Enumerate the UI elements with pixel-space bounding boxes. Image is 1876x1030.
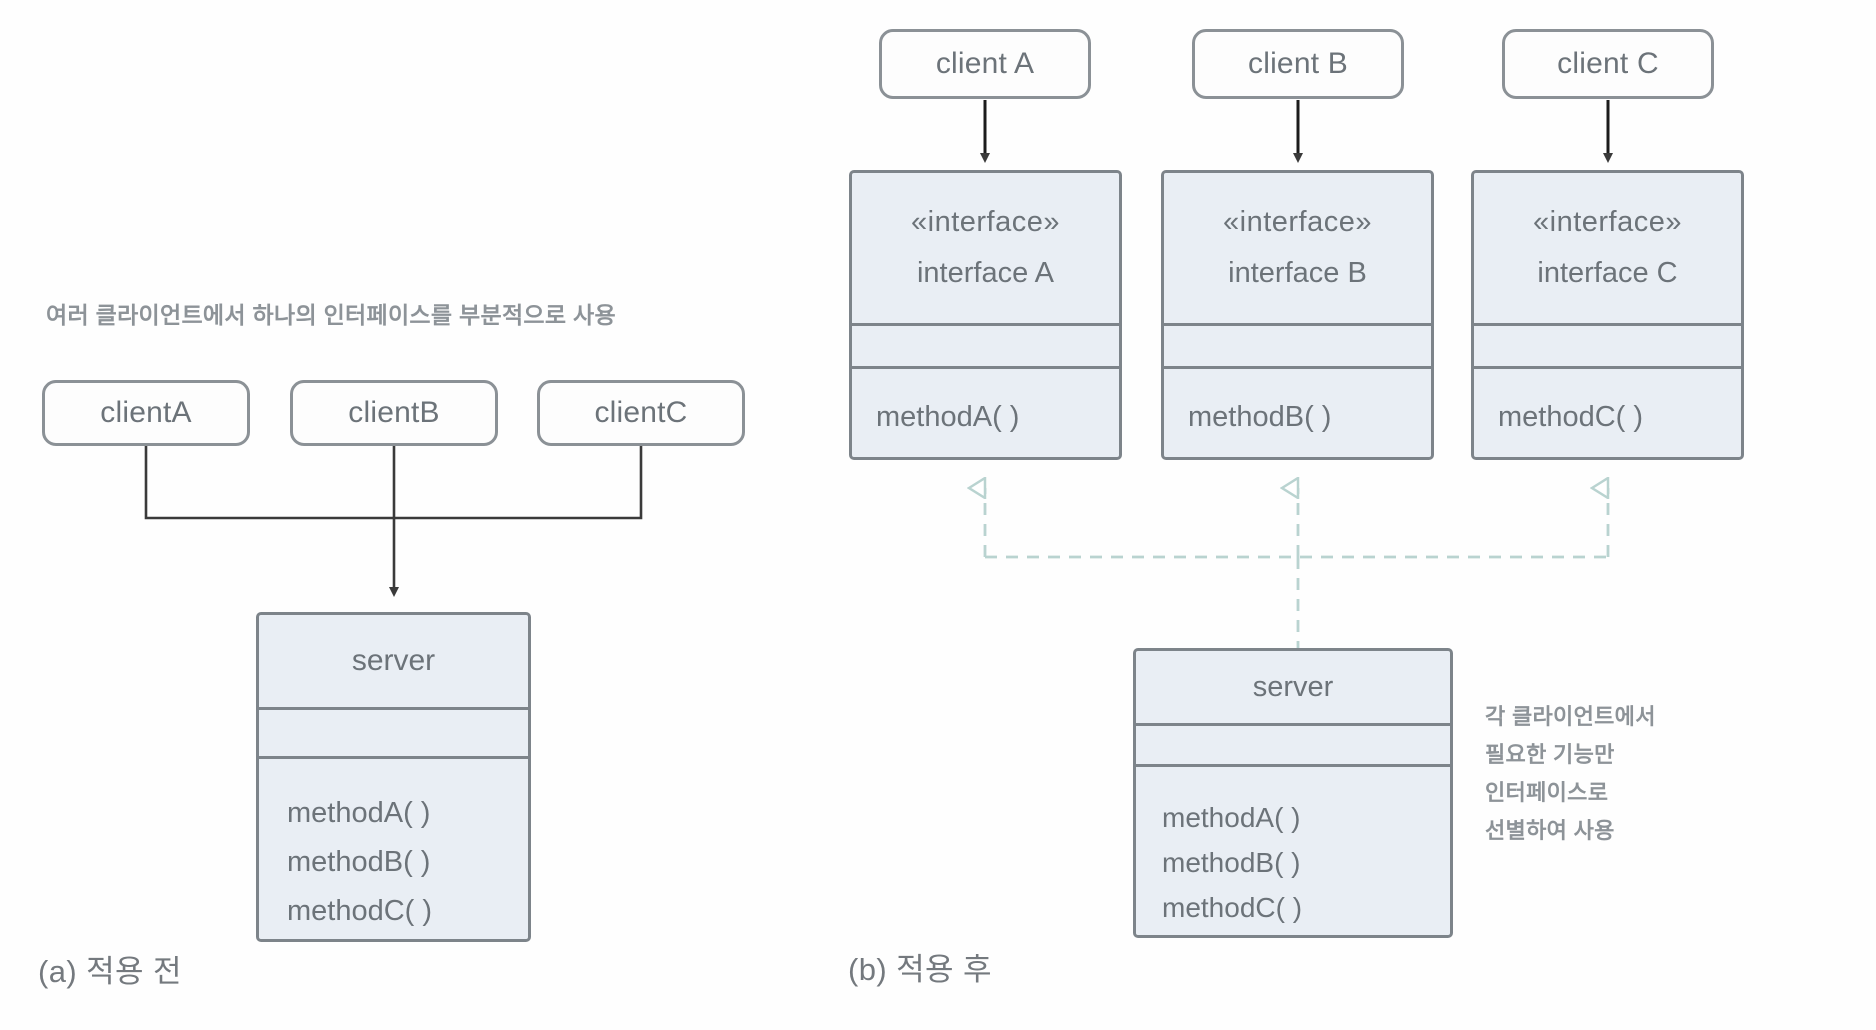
interface-b-operations-compartment: methodB( ): [1164, 369, 1431, 457]
interface-c-operations-compartment: methodC( ): [1474, 369, 1741, 457]
operation-item: methodC( ): [287, 895, 433, 927]
compartment-divider: [1136, 764, 1450, 767]
interface-c-attributes-compartment: [1474, 326, 1741, 366]
class-name: server: [351, 644, 436, 677]
server-operations-compartment: methodA( ) methodB( ) methodC( ): [259, 759, 528, 939]
client-box-c[interactable]: clientC: [537, 380, 745, 446]
compartment-divider: [852, 323, 1119, 326]
panel-a-caption: (a) 적용 전: [38, 954, 182, 989]
annotation-line: 필요한 기능만: [1485, 742, 1615, 767]
operation-item: methodB( ): [287, 846, 431, 878]
class-name: server: [1252, 670, 1334, 703]
panel-b-realization-connectors: [985, 488, 1610, 648]
compartment-divider: [1164, 366, 1431, 369]
server-class-after[interactable]: server methodA( ) methodB( ) methodC( ): [1133, 648, 1453, 938]
class-name: interface A: [916, 257, 1055, 289]
operation-item: methodA( ): [876, 401, 1020, 433]
client-box-b-after[interactable]: client B: [1192, 29, 1404, 99]
interface-class-a[interactable]: «interface» interface A methodA( ): [849, 170, 1122, 460]
interface-a-header: «interface» interface A: [852, 173, 1119, 323]
operation-item: methodC( ): [1162, 892, 1303, 923]
operation-item: methodB( ): [1162, 847, 1301, 878]
operation-item: methodA( ): [1162, 802, 1301, 833]
panel-a-annotation: 여러 클라이언트에서 하나의 인터페이스를 부분적으로 사용: [46, 302, 616, 328]
operation-item: methodB( ): [1188, 401, 1332, 433]
annotation-line: 인터페이스로: [1485, 780, 1609, 805]
panel-b-annotation: 각 클라이언트에서 필요한 기능만 인터페이스로 선별하여 사용: [1485, 698, 1656, 850]
client-label: client C: [1557, 47, 1659, 80]
client-box-c-after[interactable]: client C: [1502, 29, 1714, 99]
client-label: clientC: [594, 396, 688, 429]
compartment-divider: [852, 366, 1119, 369]
interface-a-attributes-compartment: [852, 326, 1119, 366]
compartment-divider: [1136, 723, 1450, 726]
class-name: interface C: [1537, 257, 1678, 289]
client-label: clientB: [348, 396, 440, 429]
client-box-a[interactable]: clientA: [42, 380, 250, 446]
stereotype-label: «interface»: [911, 206, 1060, 238]
interface-class-c[interactable]: «interface» interface C methodC( ): [1471, 170, 1744, 460]
annotation-line: 각 클라이언트에서: [1485, 704, 1656, 729]
interface-b-header: «interface» interface B: [1164, 173, 1431, 323]
client-box-a-after[interactable]: client A: [879, 29, 1091, 99]
compartment-divider: [1474, 323, 1741, 326]
compartment-divider: [1164, 323, 1431, 326]
panel-b-client-arrows: [980, 100, 1613, 163]
class-name: interface B: [1228, 257, 1367, 289]
server-attributes-compartment: [259, 710, 528, 756]
client-label: client A: [935, 47, 1035, 80]
server-operations-compartment: methodA( ) methodB( ) methodC( ): [1136, 767, 1450, 935]
compartment-divider: [259, 707, 528, 710]
panel-a-association-connectors: [144, 446, 643, 597]
server-class-header: server: [259, 615, 528, 707]
stereotype-label: «interface»: [1223, 206, 1372, 238]
interface-a-operations-compartment: methodA( ): [852, 369, 1119, 457]
compartment-divider: [1474, 366, 1741, 369]
server-attributes-compartment: [1136, 726, 1450, 764]
panel-b-caption: (b) 적용 후: [848, 952, 992, 987]
stereotype-label: «interface»: [1533, 206, 1682, 238]
compartment-divider: [259, 756, 528, 759]
client-label: client B: [1248, 47, 1348, 80]
client-box-b[interactable]: clientB: [290, 380, 498, 446]
server-class-before[interactable]: server methodA( ) methodB( ) methodC( ): [256, 612, 531, 942]
operation-item: methodC( ): [1498, 401, 1644, 433]
annotation-line: 선별하여 사용: [1485, 818, 1615, 843]
operation-item: methodA( ): [287, 797, 431, 829]
client-label: clientA: [100, 396, 192, 429]
interface-class-b[interactable]: «interface» interface B methodB( ): [1161, 170, 1434, 460]
interface-b-attributes-compartment: [1164, 326, 1431, 366]
server-class-header: server: [1136, 651, 1450, 723]
interface-c-header: «interface» interface C: [1474, 173, 1741, 323]
